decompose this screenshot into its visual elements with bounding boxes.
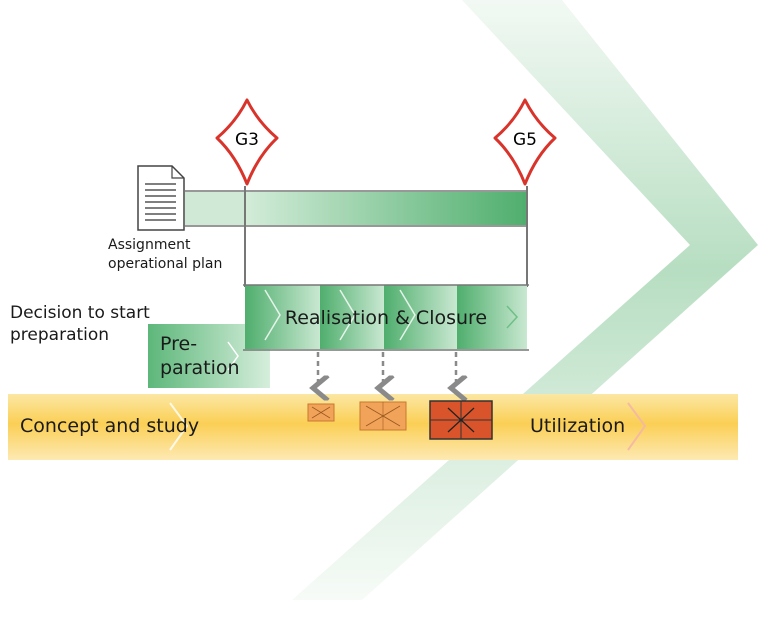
- preparation-label-line1: Pre-: [160, 333, 198, 355]
- plan-bar: [245, 192, 528, 225]
- utilization-chevron-icon: [627, 402, 647, 451]
- decision-label-line1: Decision to start: [10, 303, 150, 323]
- gate-g3-label: G3: [235, 130, 259, 150]
- realisation-label: Realisation & Closure: [284, 307, 488, 329]
- concept-label: Concept and study: [20, 415, 200, 437]
- package-small-icon: [307, 403, 335, 422]
- gate-g5-icon: G5: [493, 98, 557, 186]
- document-label-line2: operational plan: [108, 256, 223, 272]
- plan-bar-light: [185, 192, 247, 225]
- package-large-icon: [429, 400, 493, 440]
- decision-label: Decision to start preparation: [10, 302, 150, 346]
- concept-chevron-icon: [169, 402, 189, 451]
- document-label-line1: Assignment: [108, 237, 191, 253]
- preparation-label-line2: paration: [160, 357, 240, 379]
- decision-label-line2: preparation: [10, 325, 110, 345]
- utilization-label: Utilization: [530, 415, 626, 437]
- document-label: Assignment operational plan: [108, 236, 222, 274]
- gate-g3-icon: G3: [215, 98, 279, 186]
- preparation-label: Pre- paration: [160, 332, 240, 380]
- gate-g5-label: G5: [513, 130, 537, 150]
- package-medium-icon: [359, 401, 407, 431]
- background-chevron: [292, 0, 758, 600]
- document-icon: [137, 165, 185, 231]
- realisation-segments: [243, 284, 529, 351]
